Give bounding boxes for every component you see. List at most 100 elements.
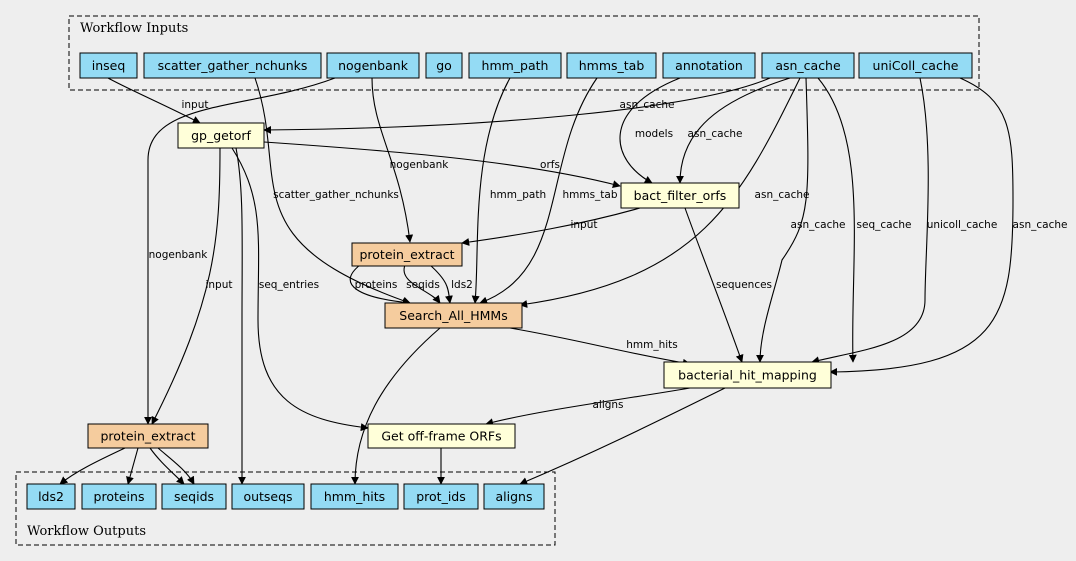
- node-label: Get off-frame ORFs: [381, 429, 501, 444]
- node-label: hmms_tab: [579, 58, 645, 73]
- edge-label: nogenbank: [149, 249, 209, 261]
- node-label: annotation: [675, 58, 743, 73]
- edge-asn-getorf: asn_cache: [263, 77, 771, 134]
- node-label: go: [436, 58, 452, 73]
- node-label: outseqs: [243, 489, 292, 504]
- edges: input asn_cache models asn_cache orfs no…: [59, 77, 1068, 485]
- edge-label: lds2: [451, 279, 473, 291]
- edge-unicoll-mapping-2: asn_cache: [829, 77, 1068, 376]
- node-hmms-tab[interactable]: hmms_tab: [566, 52, 657, 79]
- node-label: Search_All_HMMs: [399, 308, 507, 323]
- node-label: proteins: [94, 489, 145, 504]
- edge-asn-mapping-2: seq_cache: [817, 77, 912, 363]
- edge-filter-mapping: sequences: [684, 207, 772, 363]
- edge-hmmpath-search: hmm_path: [471, 77, 546, 304]
- edge-asn-filter: asn_cache: [676, 77, 791, 184]
- node-label: prot_ids: [416, 489, 466, 504]
- node-label: scatter_gather_nchunks: [158, 58, 308, 73]
- edge-label: asn_cache: [1013, 219, 1068, 231]
- node-protein-extract-2[interactable]: protein_extract: [87, 423, 209, 449]
- node-search-all-hmms[interactable]: Search_All_HMMs: [384, 302, 523, 329]
- node-label: hmm_path: [482, 58, 549, 73]
- edge-nogenbank-pe2: nogenbank: [144, 77, 336, 425]
- edge-pe1-search-seqids: seqids: [403, 264, 441, 304]
- node-scatter-gather-nchunks[interactable]: scatter_gather_nchunks: [143, 52, 322, 79]
- step-nodes: gp_getorf bact_filter_orfs protein_extra…: [87, 122, 832, 449]
- edge-label: sequences: [716, 279, 772, 291]
- node-prot-ids[interactable]: prot_ids: [403, 483, 479, 510]
- node-hmm-path[interactable]: hmm_path: [468, 52, 562, 79]
- node-label: lds2: [38, 489, 64, 504]
- edge-getorf-pe2: input: [151, 147, 233, 425]
- node-asn-cache[interactable]: asn_cache: [761, 52, 855, 79]
- edge-getorf-outseqs: [235, 147, 246, 485]
- node-label: bact_filter_orfs: [634, 188, 727, 203]
- workflow-inputs-cluster: Workflow Inputs: [68, 15, 980, 91]
- edge-label: nogenbank: [390, 159, 450, 171]
- edge-getorf-offframe: seq_entries: [231, 147, 369, 432]
- edge-search-mapping: hmm_hits: [509, 327, 691, 367]
- edge-label: seq_cache: [857, 219, 912, 231]
- edge-pe1-search-lds2: lds2: [429, 264, 473, 304]
- node-gp-getorf[interactable]: gp_getorf: [177, 122, 265, 149]
- edge-label: asn_cache: [620, 99, 675, 111]
- edge-asn-search: asn_cache: [519, 77, 810, 308]
- node-label: hmm_hits: [324, 489, 385, 504]
- output-nodes: lds2 proteins seqids outseqs hmm_hits pr…: [26, 483, 545, 510]
- edge-pe2-proteins: [126, 447, 139, 485]
- node-seqids[interactable]: seqids: [161, 483, 227, 510]
- edge-pe2-seqids: [149, 447, 185, 485]
- edge-label: unicoll_cache: [927, 219, 998, 231]
- node-label: seqids: [174, 489, 214, 504]
- edge-hmmstab-search: hmms_tab: [479, 77, 618, 305]
- node-protein-extract-1[interactable]: protein_extract: [351, 242, 463, 267]
- node-annotation[interactable]: annotation: [662, 52, 756, 79]
- node-bacterial-hit-mapping[interactable]: bacterial_hit_mapping: [663, 361, 832, 389]
- edge-label: asn_cache: [755, 189, 810, 201]
- edge-label: asn_cache: [688, 128, 743, 140]
- edge-label: asn_cache: [791, 219, 846, 231]
- node-label: gp_getorf: [191, 128, 251, 143]
- node-label: protein_extract: [100, 429, 195, 444]
- edge-pe1-search-proteins: proteins: [349, 264, 411, 307]
- node-bact-filter-orfs[interactable]: bact_filter_orfs: [620, 182, 740, 209]
- edge-label: proteins: [355, 279, 398, 291]
- edge-asn-mapping-1: asn_cache: [756, 77, 846, 363]
- edge-annotation-filter: models: [619, 77, 681, 184]
- edge-sgn-search: scatter_gather_nchunks: [254, 77, 411, 305]
- edge-label: hmms_tab: [562, 189, 617, 201]
- node-proteins[interactable]: proteins: [81, 483, 157, 510]
- edge-label: hmm_path: [490, 189, 546, 201]
- edge-label: input: [205, 279, 232, 291]
- node-inseq[interactable]: inseq: [79, 52, 138, 79]
- node-hmm-hits[interactable]: hmm_hits: [310, 483, 399, 510]
- edge-label: hmm_hits: [626, 339, 678, 351]
- node-label: bacterial_hit_mapping: [678, 368, 817, 383]
- node-unicoll-cache[interactable]: uniColl_cache: [858, 52, 973, 79]
- edge-filter-pe1: input: [461, 207, 641, 246]
- edge-mapping-offframe: aligns: [485, 387, 691, 427]
- node-aligns[interactable]: aligns: [483, 483, 545, 510]
- node-go[interactable]: go: [425, 52, 463, 79]
- node-label: inseq: [92, 58, 126, 73]
- edge-search-hmmhits: [351, 327, 441, 485]
- node-outseqs[interactable]: outseqs: [231, 483, 305, 510]
- node-label: aligns: [496, 489, 533, 504]
- edge-label: scatter_gather_nchunks: [273, 189, 399, 201]
- edge-pe2-lds2: [59, 447, 126, 485]
- edge-label: orfs: [540, 159, 560, 171]
- workflow-outputs-label: Workflow Outputs: [27, 524, 146, 539]
- node-lds2[interactable]: lds2: [26, 483, 76, 510]
- node-nogenbank[interactable]: nogenbank: [326, 52, 420, 79]
- node-label: protein_extract: [359, 247, 454, 262]
- workflow-inputs-label: Workflow Inputs: [80, 21, 188, 36]
- edge-unicoll-mapping-1: unicoll_cache: [811, 77, 998, 365]
- edge-label: seqids: [406, 279, 440, 291]
- edge-mapping-aligns: [519, 387, 726, 485]
- edge-label: input: [570, 219, 597, 231]
- edge-label: seq_entries: [259, 279, 319, 291]
- edge-inseq-getorf: input: [107, 77, 209, 124]
- input-nodes: inseq scatter_gather_nchunks nogenbank g…: [79, 52, 973, 79]
- node-get-off-frame-orfs[interactable]: Get off-frame ORFs: [367, 423, 516, 449]
